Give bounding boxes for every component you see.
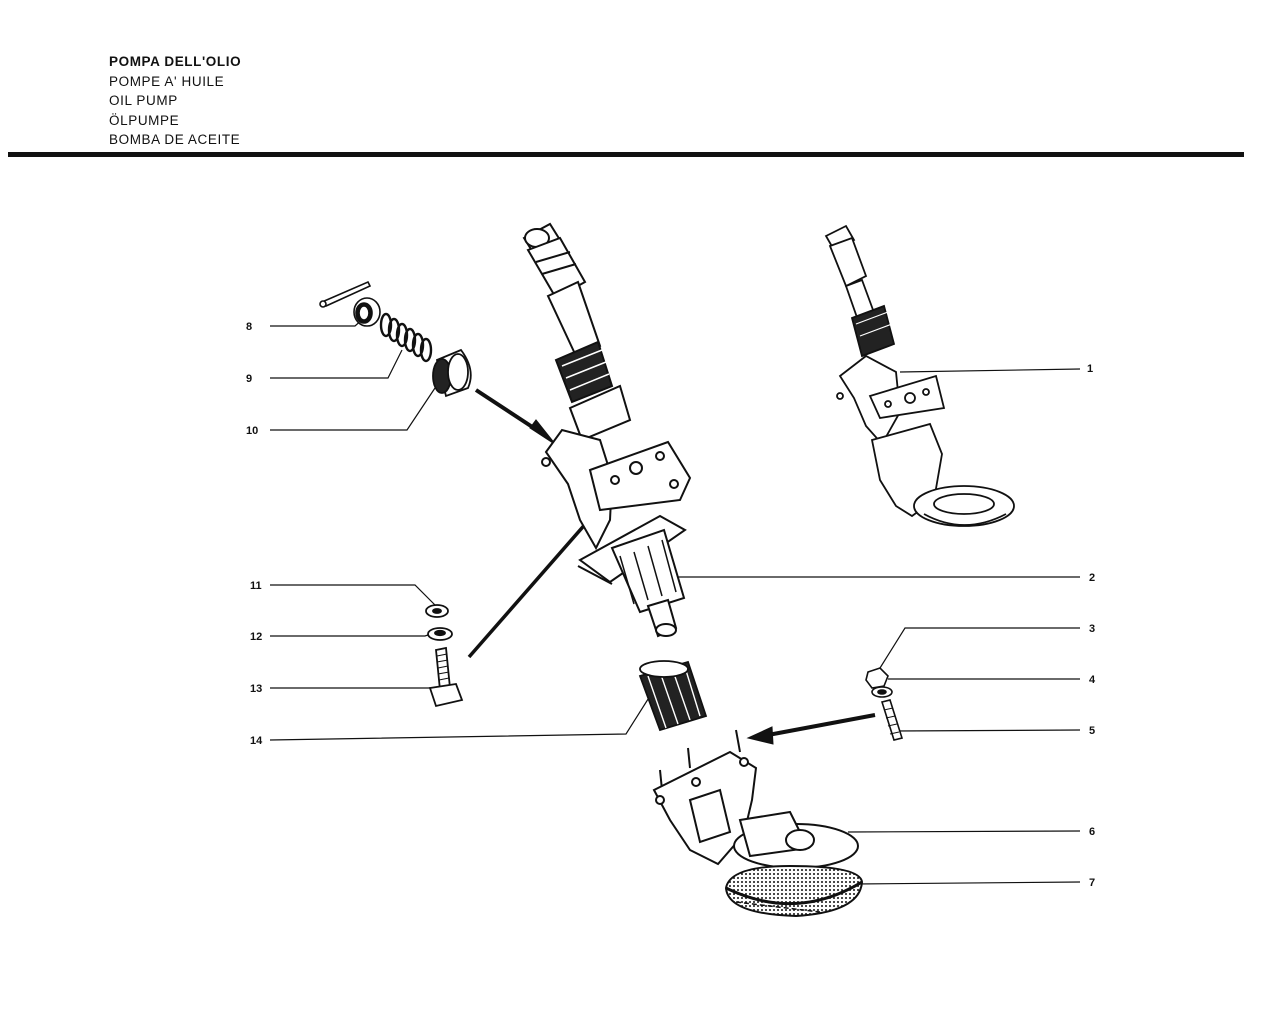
callout-10: 10 [246, 425, 258, 437]
title-english: OIL PUMP [109, 93, 178, 108]
header-divider [8, 152, 1244, 157]
relief-valve-piston [432, 348, 472, 398]
callout-numbers: 8 9 10 11 12 13 14 1 2 3 4 5 6 7 [246, 321, 1096, 889]
callout-14: 14 [250, 735, 263, 747]
callout-5: 5 [1089, 725, 1095, 737]
callout-6: 6 [1089, 826, 1095, 838]
callout-2: 2 [1089, 572, 1095, 584]
callout-1: 1 [1087, 363, 1093, 375]
callout-11: 11 [250, 580, 262, 592]
callout-12: 12 [250, 631, 262, 643]
relief-valve-spring [379, 312, 433, 363]
title-italian: POMPA DELL'OLIO [109, 54, 242, 69]
callout-8: 8 [246, 321, 252, 333]
cotter-pin-and-cap [319, 280, 381, 327]
callout-9: 9 [246, 373, 252, 385]
pump-assembled-view [824, 224, 1015, 527]
driven-gear [638, 660, 708, 732]
callout-3: 3 [1089, 623, 1095, 635]
title-german: ÖLPUMPE [109, 112, 180, 128]
callout-13: 13 [250, 683, 262, 695]
assembly-arrows [467, 388, 876, 745]
title-block: POMPA DELL'OLIO POMPE A' HUILE OIL PUMP … [109, 52, 241, 150]
strainer-screen [724, 864, 864, 918]
title-spanish: BOMBA DE ACEITE [109, 132, 241, 147]
callout-7: 7 [1089, 877, 1095, 889]
title-french: POMPE A' HUILE [109, 73, 225, 89]
pump-body-with-pickup [652, 729, 859, 869]
washers-and-bolt [425, 604, 464, 708]
pump-main-assembly [522, 222, 692, 638]
nut-washer-stud [865, 667, 904, 741]
callout-4: 4 [1089, 674, 1096, 686]
